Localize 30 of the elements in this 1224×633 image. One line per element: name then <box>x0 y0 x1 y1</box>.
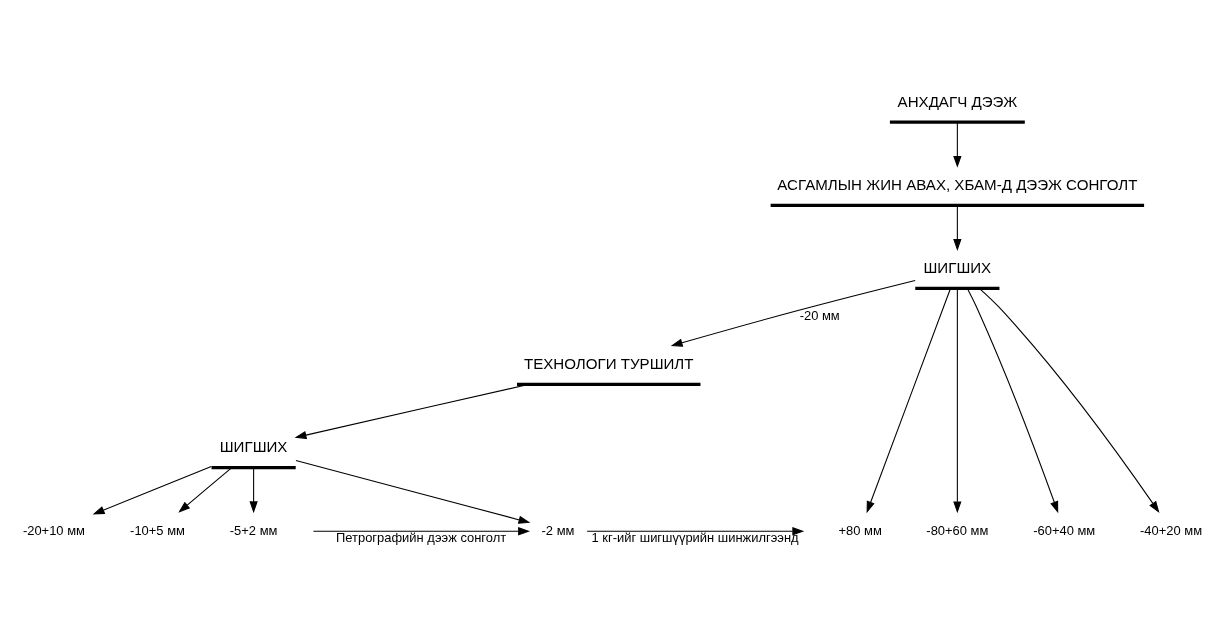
edge-label: -20 мм <box>799 307 840 323</box>
arrow <box>177 466 232 513</box>
edge-label: 1 кг-ийг шигшүүрийн шинжилгээнд <box>591 529 799 545</box>
arrow <box>952 204 962 251</box>
arrow <box>312 526 530 535</box>
node-text: -60+40 мм <box>1032 522 1095 538</box>
node-text: +80 мм <box>838 522 882 538</box>
arrow <box>586 526 804 535</box>
node-text: -40+20 мм <box>1139 522 1202 538</box>
arrow <box>670 279 916 347</box>
arrow <box>294 459 530 524</box>
arrow <box>248 466 258 513</box>
arrow <box>952 287 962 513</box>
node-text: -2 мм <box>541 522 574 538</box>
arrow <box>966 287 1058 513</box>
arrow <box>294 383 529 439</box>
node-text: -10+5 мм <box>129 522 185 538</box>
node-text: -5+2 мм <box>229 522 277 538</box>
arrow <box>866 287 951 513</box>
arrow <box>92 465 212 514</box>
node-text: ШИГШИХ <box>923 258 991 276</box>
edge-label: Петрографийн дээж сонголт <box>335 529 506 545</box>
node-text: -80+60 мм <box>925 522 988 538</box>
arrow <box>978 287 1159 513</box>
node-text: АСГАМЛЫН ЖИН АВАХ, ХБАМ-Д ДЭЭЖ СОНГОЛТ <box>776 175 1137 193</box>
node-text: АНХДАГЧ ДЭЭЖ <box>897 92 1017 110</box>
node-text: ТЕХНОЛОГИ ТУРШИЛТ <box>523 354 693 372</box>
node-text: ШИГШИХ <box>219 437 287 455</box>
arrow <box>952 121 962 168</box>
node-text: -20+10 мм <box>22 522 85 538</box>
